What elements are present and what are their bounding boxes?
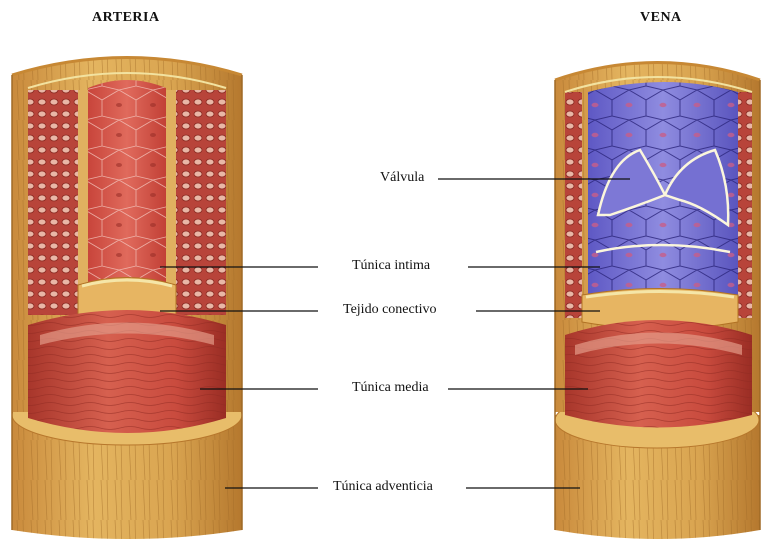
label-intima: Túnica intima [352, 258, 430, 274]
label-adventitia: Túnica adventicia [333, 479, 433, 495]
vein-vessel [555, 63, 760, 540]
artery-vessel [12, 58, 242, 540]
label-media: Túnica media [352, 380, 429, 396]
label-connective: Tejido conectivo [343, 302, 437, 318]
label-valve: Válvula [380, 170, 424, 186]
